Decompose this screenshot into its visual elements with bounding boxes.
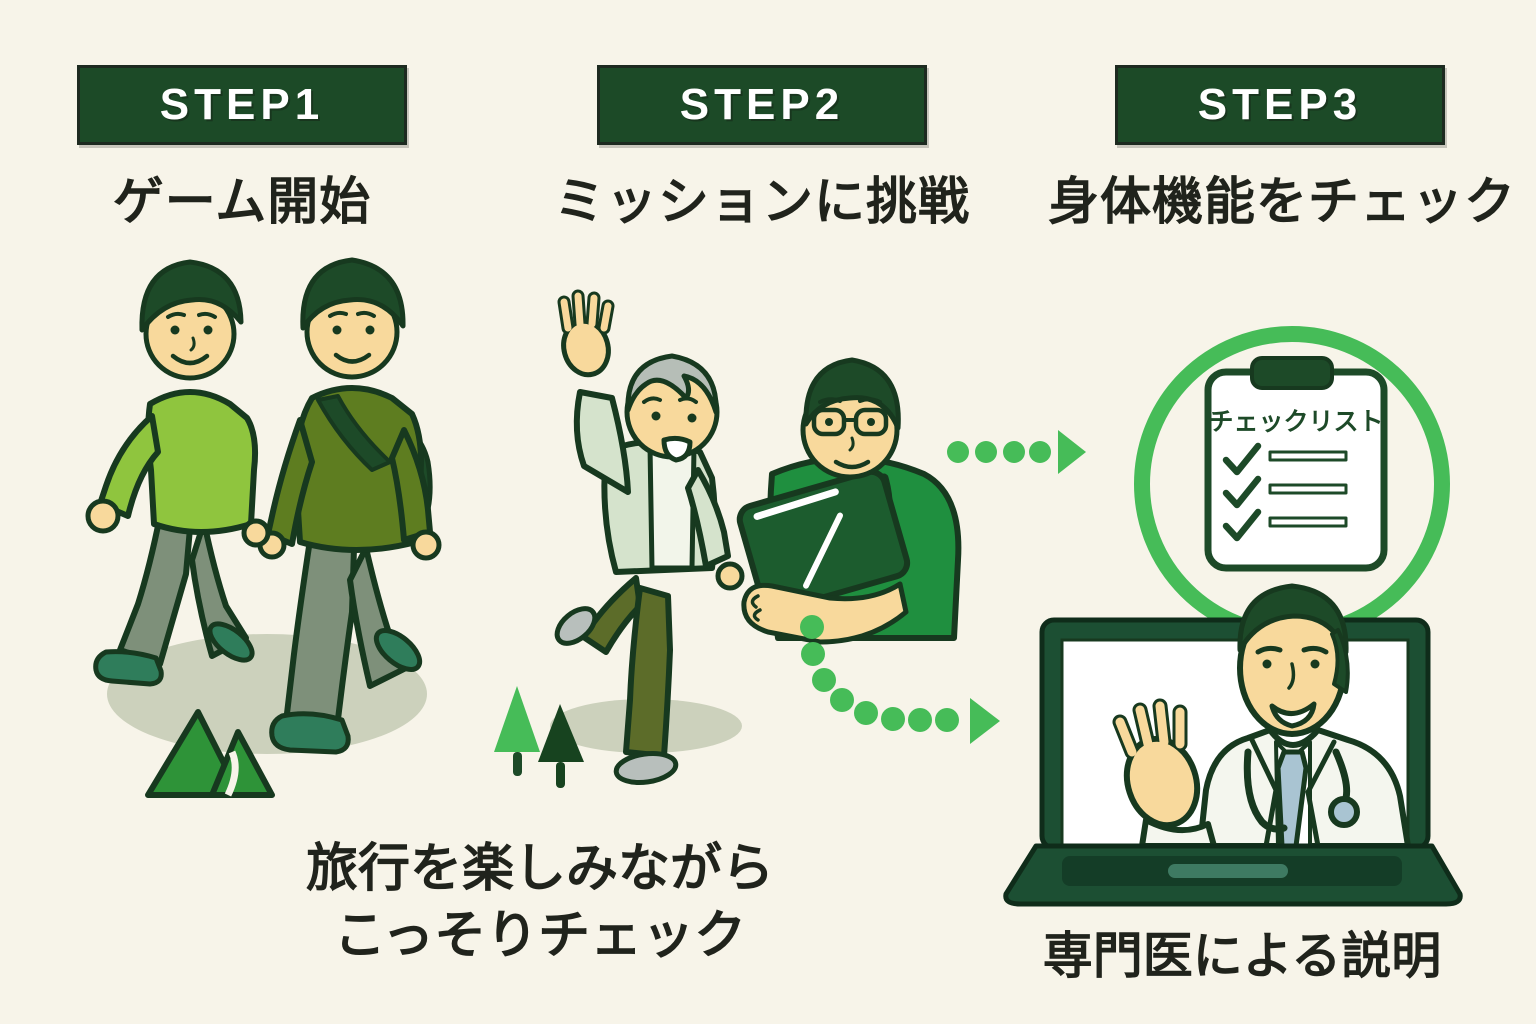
step2-banner: STEP2 <box>597 65 927 145</box>
step2-banner-label: STEP2 <box>679 80 845 129</box>
dotted-arrow-right-icon <box>947 430 1086 474</box>
glasses-icon <box>811 407 889 437</box>
specialist-caption: 専門医による説明 <box>1042 928 1442 984</box>
step2-title: ミッションに挑戦 <box>553 173 970 230</box>
step1-banner: STEP1 <box>77 65 407 145</box>
journey-caption-line1: 旅行を楽しみながら <box>305 840 774 898</box>
checklist-rows <box>1222 442 1348 542</box>
step2-illustration <box>494 289 962 788</box>
stethoscope-icon <box>1243 748 1360 833</box>
checklist-title: チェックリスト <box>1208 408 1383 436</box>
doctor <box>1112 583 1411 849</box>
step3-title: 身体機能をチェック <box>1047 173 1516 230</box>
step3-banner: STEP3 <box>1115 65 1445 145</box>
walking-man-light-green <box>85 259 271 687</box>
mountains-icon <box>145 709 275 798</box>
tablet <box>736 468 911 614</box>
walking-man-olive <box>257 257 442 755</box>
step3-illustration: チェックリスト <box>1003 326 1463 907</box>
dotted-arrow-curved-icon <box>800 615 1000 744</box>
staff-with-tablet <box>736 357 962 645</box>
step3-banner-label: STEP3 <box>1197 80 1363 129</box>
checklist-clipboard: チェックリスト <box>1204 356 1388 572</box>
doctor-waving-hand <box>1112 698 1217 849</box>
step1-banner-label: STEP1 <box>159 80 325 129</box>
journey-caption: 旅行を楽しみながら こっそりチェック <box>190 836 890 969</box>
senior-woman <box>554 289 745 785</box>
step1-title: ゲーム開始 <box>112 173 372 230</box>
journey-caption-line2: こっそりチェック <box>333 906 747 965</box>
trees-icon <box>494 686 584 788</box>
laptop-base <box>1003 843 1463 907</box>
waving-hand <box>557 289 615 378</box>
step1-illustration <box>85 257 442 798</box>
